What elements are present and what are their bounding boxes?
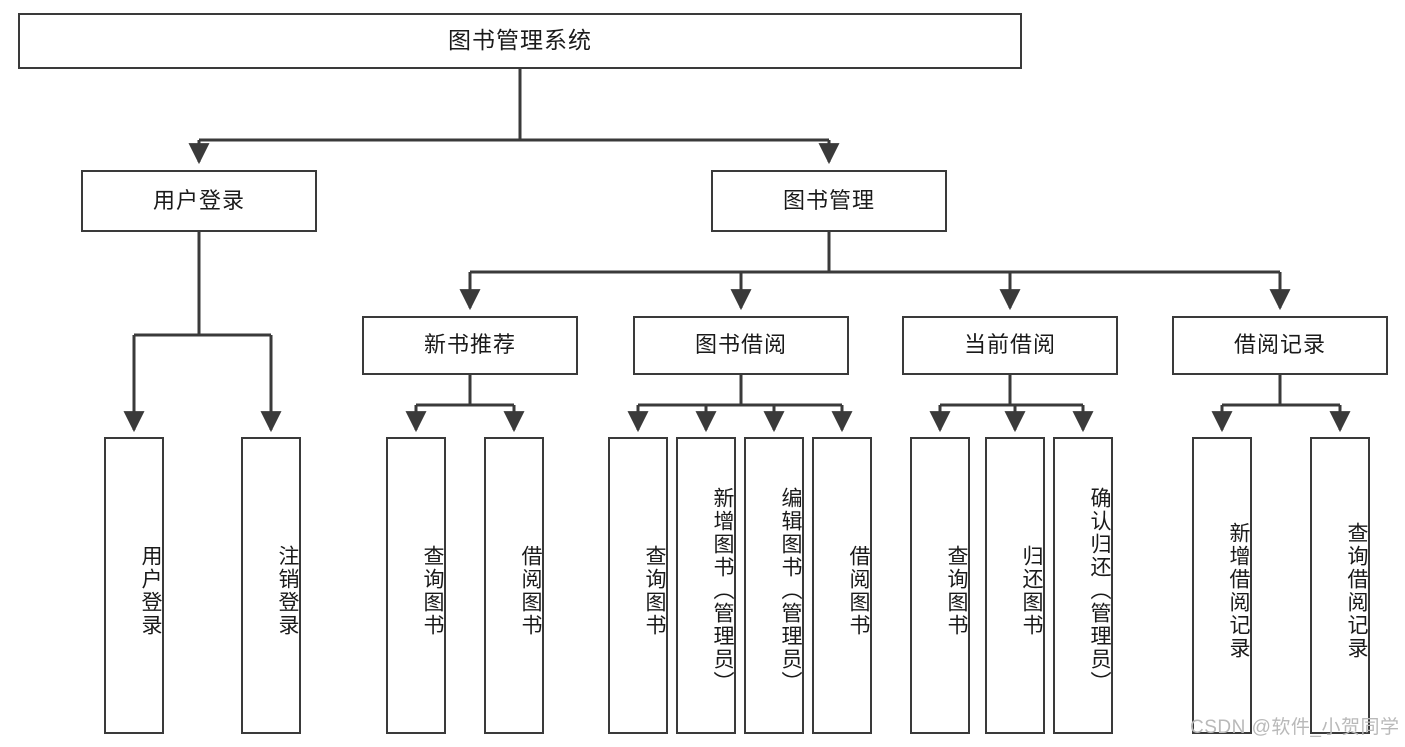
node-book-borrow[interactable]: 图书借阅 xyxy=(633,316,849,375)
node-leaf-add-record[interactable]: 新增借阅记录 xyxy=(1192,437,1252,734)
node-leaf-user-login[interactable]: 用户登录 xyxy=(104,437,164,734)
node-borrow-record[interactable]: 借阅记录 xyxy=(1172,316,1388,375)
node-book-borrow-label: 图书借阅 xyxy=(694,332,787,358)
node-root-label: 图书管理系统 xyxy=(448,27,592,54)
node-leaf-user-logout[interactable]: 注销登录 xyxy=(241,437,301,734)
node-leaf-query-book-2[interactable]: 查询图书 xyxy=(608,437,668,734)
node-user-login[interactable]: 用户登录 xyxy=(81,170,317,232)
node-leaf-query-record-label: 查询借阅记录 xyxy=(1345,521,1368,660)
node-leaf-query-book-1-label: 查询图书 xyxy=(421,544,444,637)
node-leaf-user-login-label: 用户登录 xyxy=(139,544,162,637)
node-leaf-user-logout-label: 注销登录 xyxy=(276,544,299,637)
node-leaf-borrow-book-2-label: 借阅图书 xyxy=(847,544,870,637)
node-leaf-add-book[interactable]: 新增图书（管理员） xyxy=(676,437,736,734)
node-leaf-query-book-1[interactable]: 查询图书 xyxy=(386,437,446,734)
node-leaf-edit-book[interactable]: 编辑图书（管理员） xyxy=(744,437,804,734)
node-leaf-query-book-3[interactable]: 查询图书 xyxy=(910,437,970,734)
node-leaf-query-book-2-label: 查询图书 xyxy=(643,544,666,637)
node-leaf-add-book-label: 新增图书（管理员） xyxy=(711,487,734,694)
node-leaf-borrow-book-1-label: 借阅图书 xyxy=(519,544,542,637)
node-leaf-return-book-label: 归还图书 xyxy=(1020,544,1043,637)
node-new-book-rec[interactable]: 新书推荐 xyxy=(362,316,578,375)
node-leaf-confirm-return-label: 确认归还（管理员） xyxy=(1088,487,1111,694)
node-leaf-query-book-3-label: 查询图书 xyxy=(945,544,968,637)
node-book-manage[interactable]: 图书管理 xyxy=(711,170,947,232)
node-leaf-borrow-book-2[interactable]: 借阅图书 xyxy=(812,437,872,734)
node-new-book-rec-label: 新书推荐 xyxy=(423,332,516,358)
node-leaf-edit-book-label: 编辑图书（管理员） xyxy=(779,487,802,694)
node-root[interactable]: 图书管理系统 xyxy=(18,13,1022,69)
node-leaf-return-book[interactable]: 归还图书 xyxy=(985,437,1045,734)
node-borrow-record-label: 借阅记录 xyxy=(1233,332,1326,358)
node-leaf-add-record-label: 新增借阅记录 xyxy=(1227,521,1250,660)
node-leaf-borrow-book-1[interactable]: 借阅图书 xyxy=(484,437,544,734)
node-user-login-label: 用户登录 xyxy=(152,187,245,213)
node-leaf-confirm-return[interactable]: 确认归还（管理员） xyxy=(1053,437,1113,734)
node-book-manage-label: 图书管理 xyxy=(782,187,875,213)
node-current-borrow[interactable]: 当前借阅 xyxy=(902,316,1118,375)
node-current-borrow-label: 当前借阅 xyxy=(963,332,1056,358)
node-leaf-query-record[interactable]: 查询借阅记录 xyxy=(1310,437,1370,734)
